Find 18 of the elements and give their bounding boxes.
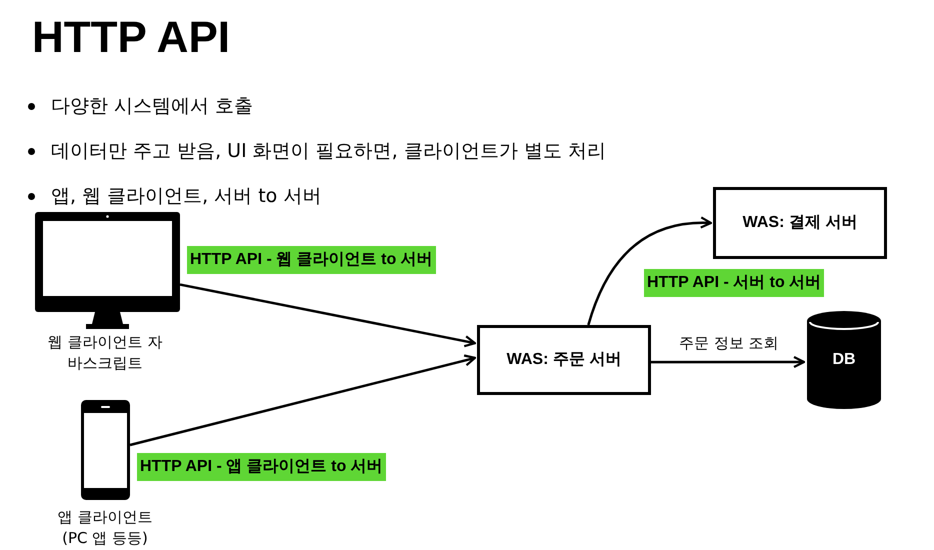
edge-label: HTTP API - 웹 클라이언트 to 서버 [187,246,436,274]
server-box: WAS: 주문 서버 [477,325,651,395]
arrow [180,283,476,348]
arrow [587,216,712,326]
page-title: HTTP API [32,16,230,60]
device-caption: 웹 클라이언트 자바스크립트 [46,332,164,374]
database-label: DB [832,350,856,370]
bullet-text: 데이터만 주고 받음, UI 화면이 필요하면, 클라이언트가 별도 처리 [51,139,606,164]
device-caption: 앱 클라이언트 (PC 앱 등등) [56,507,154,549]
bullet-text: 다양한 시스템에서 호출 [51,94,254,120]
arrow [130,354,476,446]
smartphone-drawing [81,400,130,500]
edge-label: HTTP API - 앱 클라이언트 to 서버 [137,453,386,481]
server-box: WAS: 결제 서버 [713,187,887,259]
monitor-drawing [35,212,180,329]
edge-label: HTTP API - 서버 to 서버 [644,269,824,297]
bullet-text: 앱, 웹 클라이언트, 서버 to 서버 [51,184,322,210]
arrow [651,356,806,368]
